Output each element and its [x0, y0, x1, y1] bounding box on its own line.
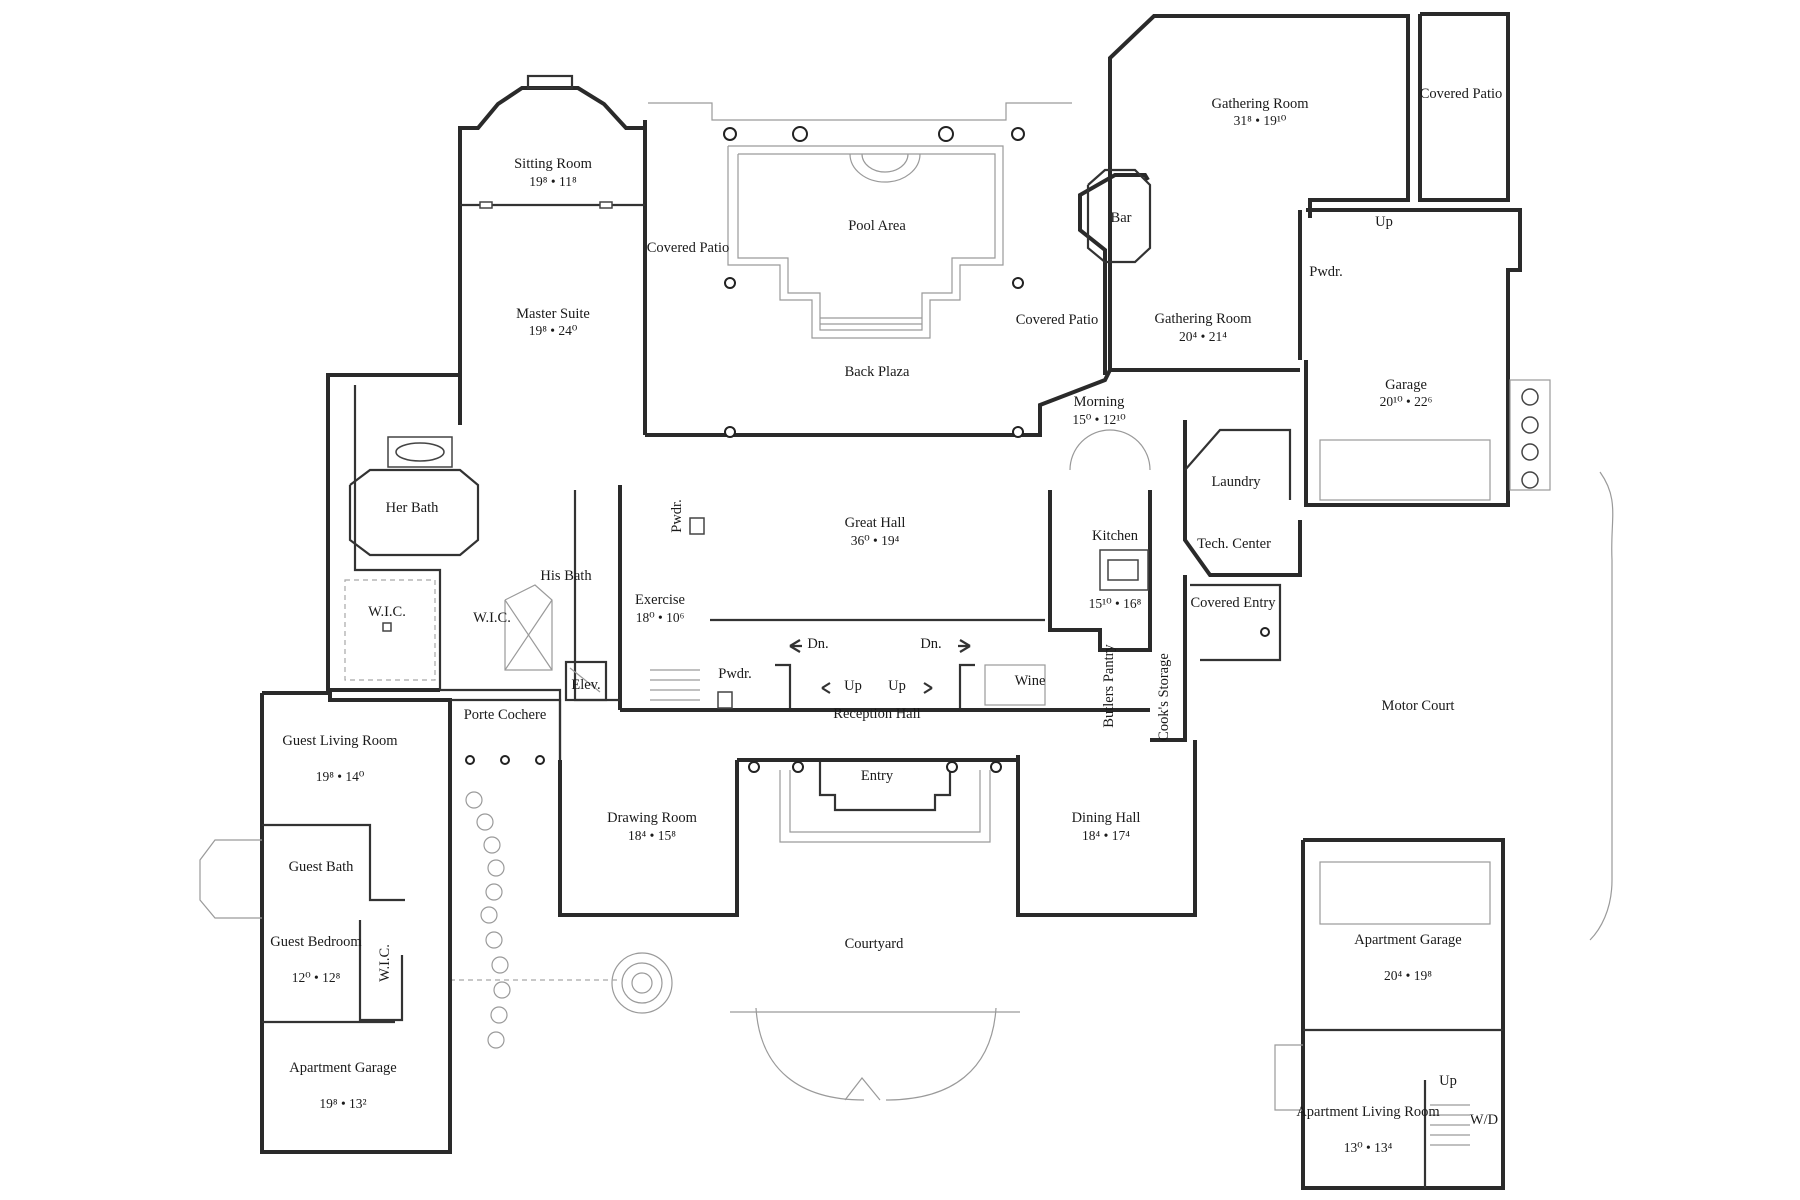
garage-dims: 20¹⁰ • 22⁶ [1380, 394, 1433, 409]
guest-bedroom-dims: 12⁰ • 12⁸ [292, 970, 341, 985]
tech-center-name: Tech. Center [1197, 536, 1271, 552]
motor-court-name: Motor Court [1382, 698, 1455, 714]
guest-living-room-name: Guest Living Room [282, 733, 398, 749]
master-suite-dims: 19⁸ • 24⁰ [529, 323, 578, 338]
pwdr-ne-name: Pwdr. [1309, 264, 1342, 280]
his-bath-name: His Bath [540, 568, 592, 584]
arrow-right-icon [958, 639, 971, 653]
entry-name: Entry [861, 768, 894, 784]
stair-up-left-label: Up [844, 678, 862, 694]
arrow-right-icon [923, 682, 933, 694]
pool-area-name: Pool Area [848, 218, 906, 234]
sitting-room-name: Sitting Room [514, 156, 592, 172]
guest-bath-name: Guest Bath [289, 859, 355, 875]
back-plaza-name: Back Plaza [845, 364, 910, 380]
stair-up-apartment-label: Up [1439, 1073, 1457, 1089]
gathering-room-upper-name: Gathering Room [1211, 96, 1309, 112]
drawing-room-name: Drawing Room [607, 810, 698, 826]
exercise-name: Exercise [635, 592, 685, 608]
kitchen-name: Kitchen [1092, 528, 1139, 544]
pwdr-reception-name: Pwdr. [718, 666, 751, 682]
arrow-left-icon [821, 682, 831, 694]
dining-hall-dims: 18⁴ • 17⁴ [1082, 828, 1130, 843]
reception-hall-name: Reception Hall [833, 706, 920, 722]
gathering-room-upper-dims: 31⁸ • 19¹⁰ [1234, 113, 1287, 128]
room-labels: Gathering Room 31⁸ • 19¹⁰ Covered Patio … [270, 86, 1502, 1155]
great-hall-name: Great Hall [845, 515, 906, 531]
great-hall-dims: 36⁰ • 19⁴ [851, 533, 900, 548]
kitchen-dims: 15¹⁰ • 16⁸ [1089, 596, 1142, 611]
morning-dims: 15⁰ • 12¹⁰ [1072, 412, 1126, 427]
apartment-garage-left-dims: 19⁸ • 13² [319, 1096, 366, 1111]
pwdr-hall-name: Pwdr. [669, 499, 685, 532]
apartment-living-room-dims: 13⁰ • 13⁴ [1344, 1140, 1393, 1155]
stair-dn-left-label: Dn. [807, 636, 828, 652]
wic-her-name: W.I.C. [368, 604, 406, 620]
interior-details [344, 168, 1551, 1146]
covered-patio-ne-name: Covered Patio [1420, 86, 1503, 102]
guest-living-room-dims: 19⁸ • 14⁰ [316, 769, 365, 784]
wic-guest-name: W.I.C. [377, 944, 393, 982]
covered-patio-east-name: Covered Patio [1016, 312, 1099, 328]
site-context-lines [450, 102, 1614, 1101]
stair-up-ne-label: Up [1375, 214, 1393, 230]
apartment-garage-right-name: Apartment Garage [1354, 932, 1462, 948]
stair-labels: Up Dn. Dn. Up Up Up [807, 214, 1457, 1089]
stair-arrows [789, 639, 971, 694]
dining-hall-name: Dining Hall [1072, 810, 1141, 826]
bar-name: Bar [1111, 210, 1132, 226]
butlers-pantry-name: Butlers Pantry [1101, 644, 1117, 728]
elev-name: Elev. [571, 677, 600, 693]
courtyard-name: Courtyard [845, 936, 905, 952]
apartment-living-room-name: Apartment Living Room [1296, 1104, 1440, 1120]
gathering-room-lower-name: Gathering Room [1154, 311, 1252, 327]
gathering-room-lower-dims: 20⁴ • 21⁴ [1179, 329, 1227, 344]
wd-name: W/D [1470, 1112, 1498, 1128]
cooks-storage-name: Cook's Storage [1156, 653, 1172, 741]
reception-stairs [650, 663, 975, 708]
columns [465, 126, 1270, 773]
stepping-stones [465, 791, 511, 1049]
master-suite-name: Master Suite [516, 306, 590, 322]
wic-his-name: W.I.C. [473, 610, 511, 626]
guest-bedroom-name: Guest Bedroom [270, 934, 362, 950]
sitting-room-dims: 19⁸ • 11⁸ [529, 174, 577, 189]
arrow-left-icon [789, 639, 802, 653]
stair-up-right-label: Up [888, 678, 906, 694]
morning-name: Morning [1074, 394, 1125, 410]
exercise-dims: 18⁰ • 10⁶ [636, 610, 685, 625]
stair-dn-right-label: Dn. [920, 636, 941, 652]
apartment-stairs [1430, 1104, 1470, 1146]
apartment-garage-left-name: Apartment Garage [289, 1060, 397, 1076]
wine-name: Wine [1015, 673, 1046, 689]
laundry-name: Laundry [1211, 474, 1261, 490]
exterior-walls [199, 12, 1522, 1190]
porte-cochere-name: Porte Cochere [464, 707, 547, 723]
apartment-garage-right-dims: 20⁴ • 19⁸ [1384, 968, 1432, 983]
drawing-room-dims: 18⁴ • 15⁸ [628, 828, 676, 843]
garage-name: Garage [1385, 377, 1427, 393]
covered-patio-west-name: Covered Patio [647, 240, 730, 256]
covered-entry-name: Covered Entry [1191, 595, 1277, 611]
her-bath-name: Her Bath [386, 500, 439, 516]
